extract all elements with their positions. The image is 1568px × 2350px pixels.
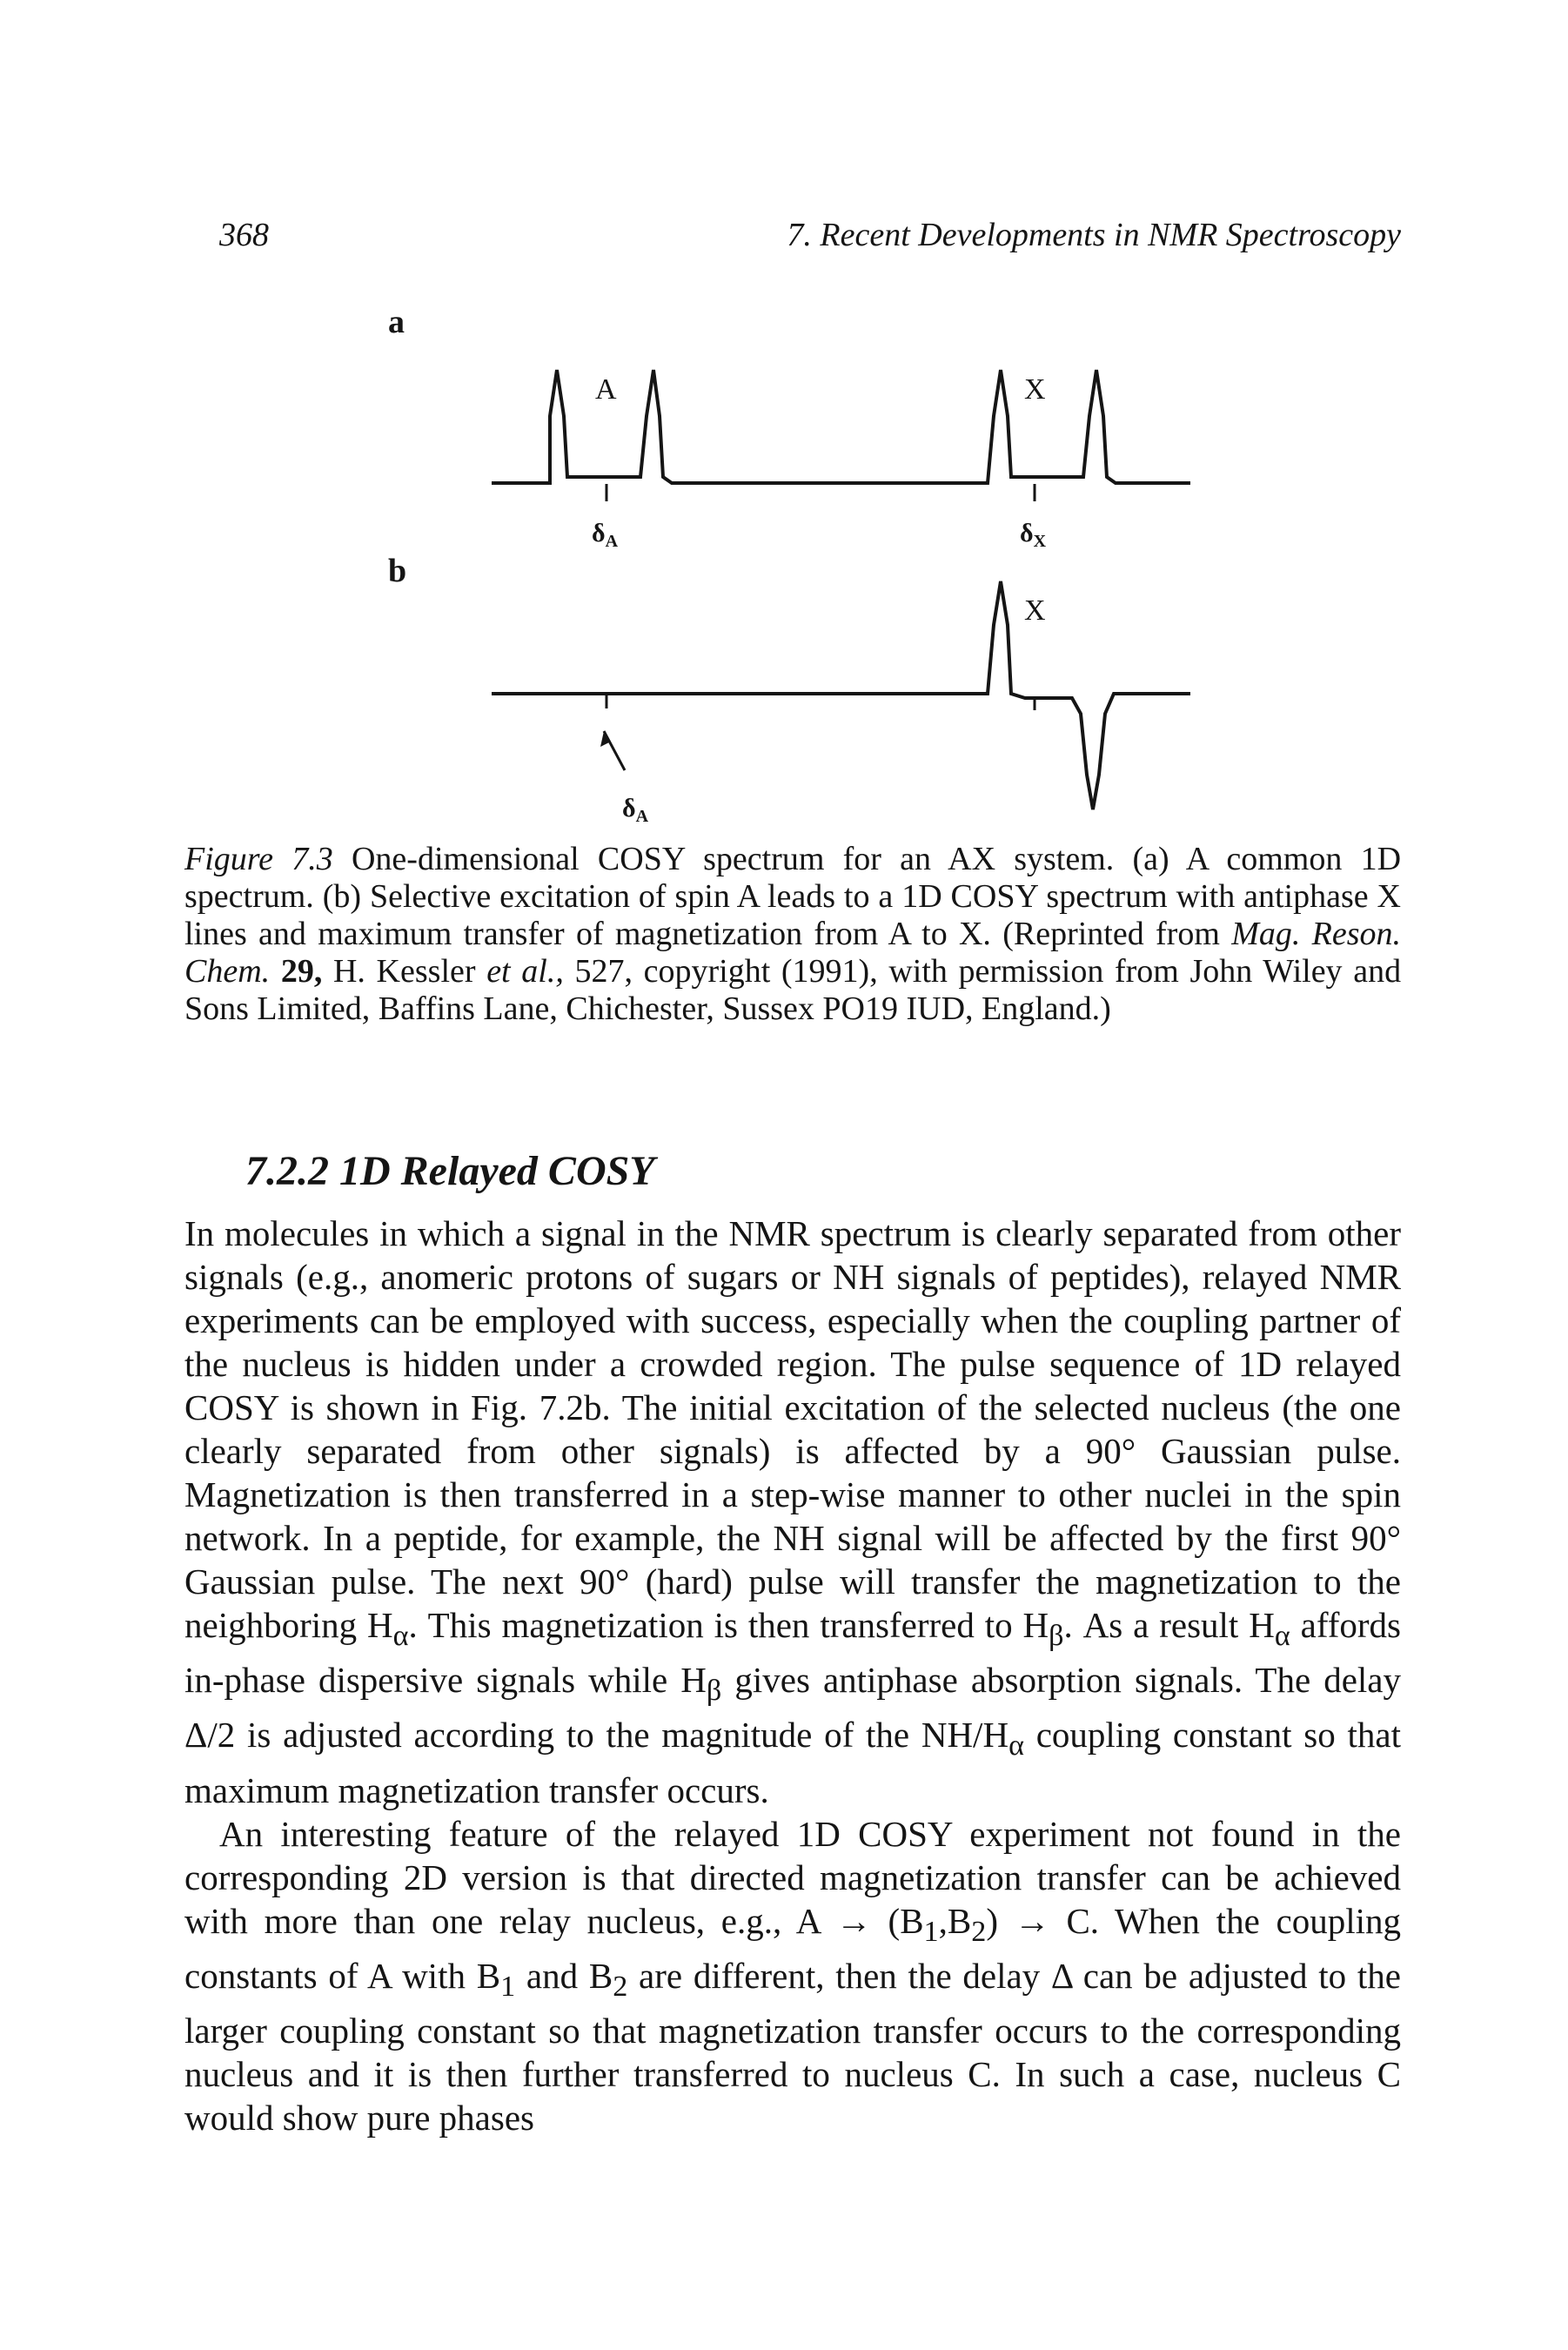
- spectrum-b-trace: [492, 581, 1190, 810]
- peak-label-x-b: X: [1024, 594, 1046, 627]
- p2-text-c: ) → C. When the coupling constants of A …: [184, 1900, 1401, 1996]
- delta-a-label-b: δA: [622, 794, 649, 826]
- p1-text-e: gives antiphase absorption signals. The …: [184, 1660, 1401, 1756]
- p1-sub-alpha: α: [392, 1620, 409, 1653]
- panel-b-label: b: [388, 553, 406, 589]
- paragraph-2: An interesting feature of the relayed 1D…: [184, 1812, 1401, 2139]
- p1-text-d: affords in-phase dispersive signals whil…: [184, 1605, 1401, 1701]
- p1-text-b: . This magnetization is then transferred…: [408, 1605, 1049, 1645]
- p1-sub-beta: β: [1049, 1620, 1064, 1653]
- caption-text-3: 527, copyright (1991), with permission f…: [184, 953, 1402, 1027]
- figure-label: Figure 7.3: [184, 841, 333, 877]
- delta-a-label: δA: [592, 519, 619, 551]
- page-number: 368: [219, 217, 269, 253]
- p2-text-b: ,B: [938, 1900, 972, 1941]
- caption-etal: et al.,: [486, 953, 564, 990]
- figure-7-3: a b A X δA δX X δA: [0, 0, 1568, 870]
- caption-text-1: One-dimensional COSY spectrum for an AX …: [184, 841, 1402, 952]
- p1-sub-beta-2: β: [706, 1675, 722, 1708]
- p1-sub-alpha-2: α: [1274, 1620, 1290, 1653]
- p1-sub-alpha-3: α: [1008, 1729, 1024, 1762]
- panel-a-label: a: [388, 304, 405, 340]
- running-head-title: 7. Recent Developments in NMR Spectrosco…: [787, 217, 1401, 253]
- cosy-spectrum-diagram: a b A X δA δX X δA: [388, 304, 1190, 826]
- p2-text-e: are different, then the delay Δ can be a…: [184, 1955, 1401, 2138]
- spectrum-a-trace: [492, 369, 1190, 485]
- p2-sub-1: 1: [923, 1915, 939, 1948]
- figure-caption: Figure 7.3 One-dimensional COSY spectrum…: [184, 841, 1401, 1028]
- caption-journal: Mag. Reson. Chem.: [184, 916, 1402, 990]
- p2-sub-2b: 2: [613, 1970, 628, 2003]
- running-header: 368 7. Recent Developments in NMR Spectr…: [0, 216, 1568, 268]
- p2-sub-1b: 1: [500, 1970, 516, 2003]
- delta-a-arrowhead: [600, 731, 611, 747]
- p1-text-a: In molecules in which a signal in the NM…: [184, 1213, 1401, 1645]
- paragraph-1: In molecules in which a signal in the NM…: [184, 1212, 1401, 1812]
- p2-text-a: An interesting feature of the relayed 1D…: [184, 1813, 1401, 1941]
- body-text: In molecules in which a signal in the NM…: [184, 1212, 1401, 2139]
- section-heading: 7.2.2 1D Relayed COSY: [245, 1148, 655, 1194]
- delta-x-label: δX: [1020, 519, 1047, 551]
- caption-volume: 29,: [280, 953, 323, 990]
- peak-label-x: X: [1024, 373, 1046, 406]
- p1-text-f: coupling constant so that maximum magnet…: [184, 1715, 1401, 1810]
- p2-text-d: and B: [515, 1955, 613, 1996]
- p1-text-c: . As a result H: [1063, 1605, 1275, 1645]
- p2-sub-2: 2: [971, 1915, 987, 1948]
- peak-label-a: A: [595, 373, 617, 406]
- caption-text-2: H. Kessler: [332, 953, 476, 990]
